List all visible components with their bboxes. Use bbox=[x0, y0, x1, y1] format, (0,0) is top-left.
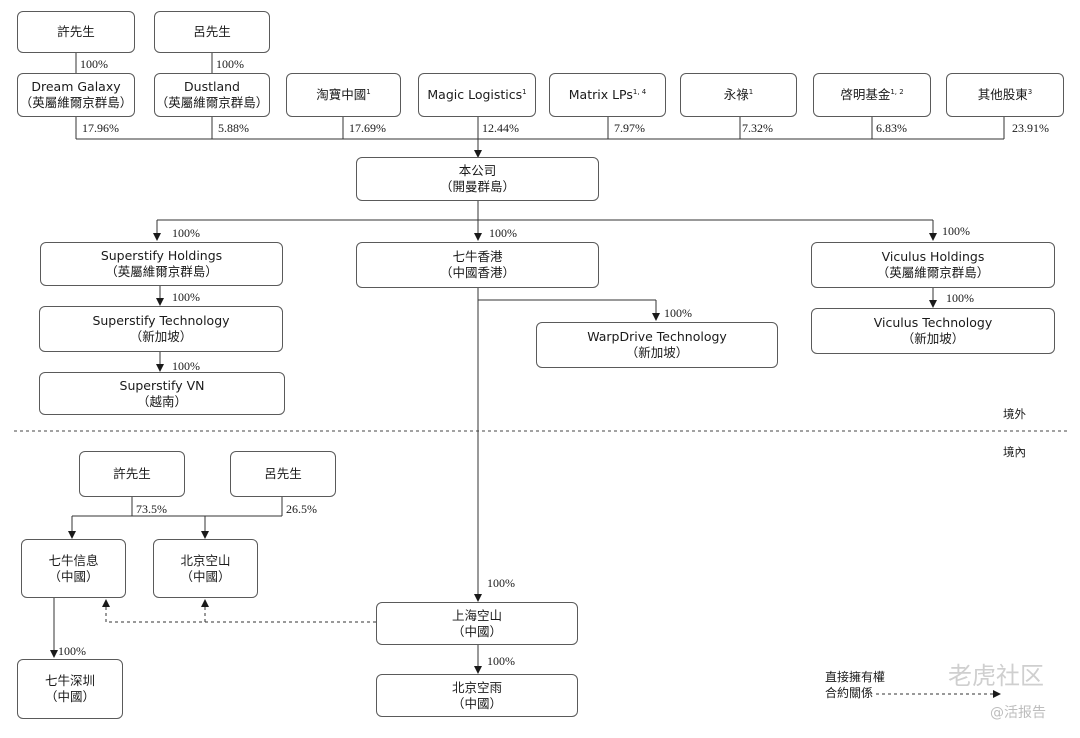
node-superstify-technology: Superstify Technology （新加坡） bbox=[39, 306, 283, 352]
node-matrix-lps: Matrix LPs1, 4 bbox=[549, 73, 666, 117]
node-qiming: 啓明基金1, 2 bbox=[813, 73, 931, 117]
node-beijing-kongshan: 北京空山 （中國） bbox=[153, 539, 258, 598]
pct-warpdrive: 100% bbox=[664, 306, 692, 320]
pct-dustland: 5.88% bbox=[218, 121, 249, 135]
pct-superstify-tech: 100% bbox=[172, 290, 200, 304]
pct-lv-dustland: 100% bbox=[216, 57, 244, 71]
pct-superstify-vn: 100% bbox=[172, 359, 200, 373]
node-onshore-lv: 呂先生 bbox=[230, 451, 336, 497]
pct-matrix: 7.97% bbox=[614, 121, 645, 135]
node-dream-galaxy: Dream Galaxy （英屬維爾京群島） bbox=[17, 73, 135, 117]
note-qiming: 1, 2 bbox=[890, 87, 904, 96]
pct-xu-dream: 100% bbox=[80, 57, 108, 71]
node-taobao: 淘寶中國1 bbox=[286, 73, 401, 117]
note-matrix: 1, 4 bbox=[632, 87, 647, 96]
watermark-sub: @活报告 bbox=[990, 705, 1046, 721]
pct-onshore-lv: 26.5% bbox=[286, 502, 317, 516]
node-viculus-technology: Viculus Technology （新加坡） bbox=[811, 308, 1055, 354]
legend-contract-label: 合約關係 bbox=[825, 686, 874, 700]
pct-qiniu-hk: 100% bbox=[489, 226, 517, 240]
legend-ownership-label: 直接擁有權 bbox=[825, 670, 886, 684]
pct-superstify-holdings: 100% bbox=[172, 226, 200, 240]
pct-magic: 12.44% bbox=[482, 121, 519, 135]
pct-others: 23.91% bbox=[1012, 121, 1049, 135]
note-magic: 1 bbox=[522, 87, 527, 96]
watermark-logo: 老虎社区 bbox=[948, 662, 1044, 690]
node-onshore-xu: 許先生 bbox=[79, 451, 185, 497]
note-taobao: 1 bbox=[366, 87, 371, 96]
pct-dream-galaxy: 17.96% bbox=[82, 121, 119, 135]
node-other-shareholders: 其他股東3 bbox=[946, 73, 1064, 117]
pct-shanghai-kongshan: 100% bbox=[487, 576, 515, 590]
note-others: 3 bbox=[1027, 87, 1033, 96]
zone-label-onshore: 境內 bbox=[1003, 445, 1026, 459]
pct-viculus-tech: 100% bbox=[946, 291, 974, 305]
node-superstify-vn: Superstify VN （越南） bbox=[39, 372, 285, 415]
pct-viculus-holdings: 100% bbox=[942, 224, 970, 238]
node-shanghai-kongshan: 上海空山 （中國） bbox=[376, 602, 578, 645]
node-qiniu-hk: 七牛香港 （中國香港） bbox=[356, 242, 599, 288]
pct-taobao: 17.69% bbox=[349, 121, 386, 135]
node-company: 本公司 （開曼群島） bbox=[356, 157, 599, 201]
node-viculus-holdings: Viculus Holdings （英屬維爾京群島） bbox=[811, 242, 1055, 288]
pct-qiming: 6.83% bbox=[876, 121, 907, 135]
zone-label-offshore: 境外 bbox=[1003, 407, 1026, 421]
pct-yonglu: 7.32% bbox=[742, 121, 773, 135]
pct-qiniu-sz: 100% bbox=[58, 644, 86, 658]
pct-beijing-kongyu: 100% bbox=[487, 654, 515, 668]
note-yonglu: 1 bbox=[748, 87, 754, 96]
node-magic-logistics: Magic Logistics1 bbox=[418, 73, 536, 117]
node-xu: 許先生 bbox=[17, 11, 135, 53]
node-warpdrive-technology: WarpDrive Technology （新加坡） bbox=[536, 322, 778, 368]
node-beijing-kongyu: 北京空雨 （中國） bbox=[376, 674, 578, 717]
node-qiniu-info: 七牛信息 （中國） bbox=[21, 539, 126, 598]
node-yonglu: 永祿1 bbox=[680, 73, 797, 117]
pct-onshore-xu: 73.5% bbox=[136, 502, 167, 516]
node-superstify-holdings: Superstify Holdings （英屬維爾京群島） bbox=[40, 242, 283, 286]
node-qiniu-shenzhen: 七牛深圳 （中國） bbox=[17, 659, 123, 719]
node-lv: 呂先生 bbox=[154, 11, 270, 53]
node-dustland: Dustland （英屬維爾京群島） bbox=[154, 73, 270, 117]
